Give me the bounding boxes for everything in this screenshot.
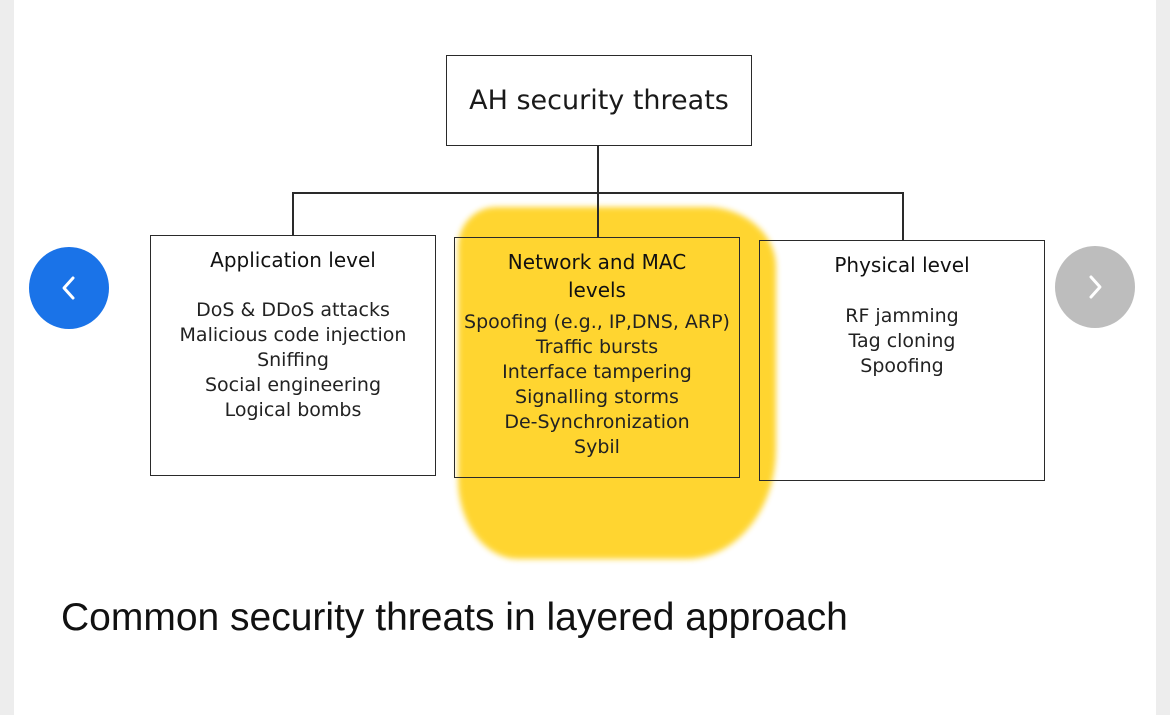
root-label: AH security threats (469, 85, 729, 116)
list-item: Spoofing (e.g., IP,DNS, ARP) (464, 311, 730, 333)
list-item: Sniffing (257, 349, 329, 371)
previous-button[interactable] (29, 247, 109, 329)
list-item: Tag cloning (848, 330, 956, 352)
list-item: Social engineering (204, 374, 382, 396)
list-item: Traffic bursts (535, 336, 659, 358)
chevron-right-icon (1089, 275, 1102, 299)
threat-diagram: AH security threats Application level Do… (150, 55, 1045, 559)
list-item: De-Synchronization (504, 411, 690, 433)
highlight-mark (458, 207, 776, 559)
list-item: DoS & DDoS attacks (196, 299, 390, 321)
connector-right-drop (902, 192, 904, 240)
list-item: Malicious code injection (179, 324, 407, 346)
network-threats-list: Spoofing (e.g., IP,DNS, ARP) Traffic bur… (455, 310, 739, 460)
connector-left-drop (292, 192, 294, 235)
network-mac-level-box: Network and MAC levels Spoofing (e.g., I… (454, 237, 740, 478)
connector-root-stem (597, 146, 599, 194)
list-item: Logical bombs (224, 399, 362, 421)
image-caption: Common security threats in layered appro… (61, 596, 848, 639)
next-button[interactable] (1055, 246, 1135, 328)
network-mac-level-title: Network and MAC levels (507, 250, 687, 302)
chevron-left-icon (62, 276, 75, 300)
root-node: AH security threats (446, 55, 752, 146)
list-item: RF jamming (845, 305, 959, 327)
application-level-box: Application level DoS & DDoS attacks Mal… (150, 235, 436, 476)
list-item: Spoofing (860, 355, 944, 377)
list-item: Sybil (574, 436, 620, 458)
list-item: Interface tampering (502, 361, 692, 383)
physical-level-box: Physical level RF jamming Tag cloning Sp… (759, 240, 1045, 481)
application-level-title: Application level (210, 248, 376, 272)
physical-threats-list: RF jamming Tag cloning Spoofing (760, 304, 1044, 379)
physical-level-title: Physical level (834, 253, 970, 277)
application-threats-list: DoS & DDoS attacks Malicious code inject… (151, 298, 435, 423)
connector-middle-drop (597, 192, 599, 237)
list-item: Signalling storms (515, 386, 679, 408)
